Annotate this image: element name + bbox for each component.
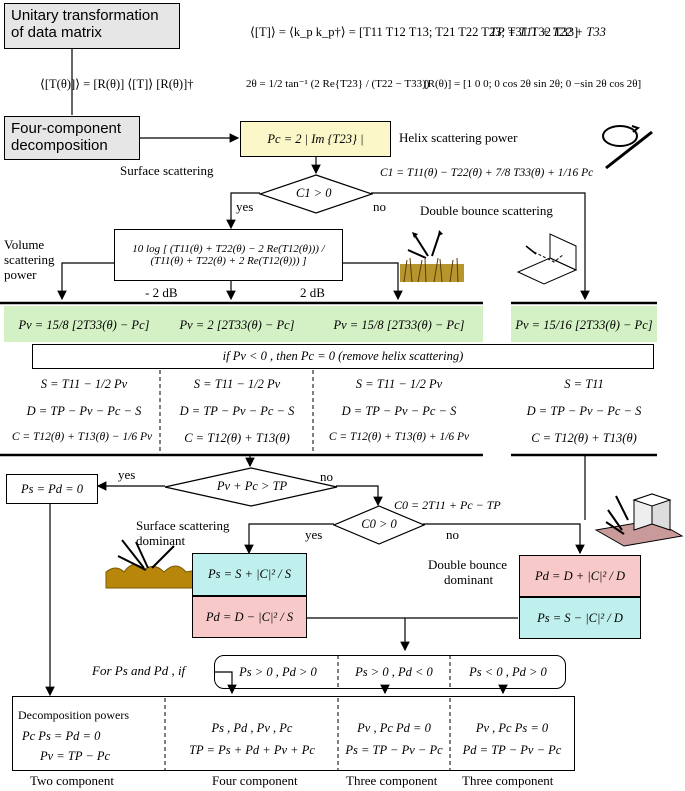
- sdc-c-4: C = T12(θ) + T13(θ): [531, 431, 637, 445]
- final-case-2: Ps > 0 , Pd < 0: [355, 665, 433, 679]
- surface-pd-box: Pd = D − |C|² / S: [192, 596, 307, 638]
- results-box: [12, 696, 575, 771]
- helix-removal-box: if Pv < 0 , then Pc = 0 (remove helix sc…: [32, 344, 654, 369]
- footer-three-component-1: Three component: [346, 773, 438, 788]
- total-power-equation: TP = T11 + T22 + T33: [490, 25, 606, 39]
- surface-scattering-label: Surface scattering: [120, 163, 214, 178]
- pvpc-decision-diamond: [164, 467, 338, 507]
- dihedral-corner-icon: [516, 233, 578, 285]
- four-component-line1: Four-component: [11, 120, 122, 137]
- footer-three-component-2: Three component: [462, 773, 554, 788]
- sdc-c-1: C = T12(θ) + T13(θ) − 1/6 Pv: [11, 431, 153, 443]
- results-col1-line2: Pv = TP − Pc: [40, 749, 111, 763]
- results-col2-line1: Ps , Pd , Pv , Pc: [211, 721, 293, 735]
- pvpc-no-label: no: [320, 469, 333, 484]
- sdc-s-1: S = T11 − 1/2 Pv: [40, 377, 128, 391]
- footer-four-component: Four component: [212, 773, 298, 788]
- results-col4-line2: Pd = TP − Pv − Pc: [462, 743, 562, 757]
- results-col4-line1: Pv , Pc Ps = 0: [475, 721, 549, 735]
- unitary-box-line1: Unitary transformation: [11, 7, 159, 24]
- helix-scattering-label: Helix scattering power: [399, 130, 518, 145]
- c1-condition: C1 > 0: [296, 186, 332, 200]
- final-case-3: Ps < 0 , Pd > 0: [469, 665, 547, 679]
- sdc-d-2: D = TP − Pv − Pc − S: [179, 404, 295, 418]
- results-title: Decomposition powers: [18, 708, 129, 722]
- sdc-c-2: C = T12(θ) + T13(θ): [184, 431, 290, 445]
- surface-ps-box: Ps = S + |C|² / S: [192, 553, 307, 596]
- four-component-box: Four-component decomposition: [4, 116, 140, 160]
- results-col3-line2: Ps = TP − Pv − Pc: [345, 743, 443, 757]
- c1-no-label: no: [373, 199, 386, 214]
- helix-power-equation: Pc = 2 | Im {T23} |: [267, 131, 364, 146]
- c0-equation: C0 = 2T11 + Pc − TP: [394, 498, 501, 512]
- sdc-s-2: S = T11 − 1/2 Pv: [193, 377, 281, 391]
- sdc-d-1: D = TP − Pv − Pc − S: [26, 404, 142, 418]
- helix-scattering-icon: [602, 125, 653, 170]
- ps-pd-zero-text: Ps = Pd = 0: [20, 481, 83, 496]
- double-ps-equation: Ps = S − |C|² / D: [537, 610, 623, 625]
- c1-equation: C1 = T11(θ) − T22(θ) + 7/8 T33(θ) + 1/16…: [380, 167, 594, 179]
- double-pd-box: Pd = D + |C|² / D: [519, 555, 641, 597]
- rotation-equation: ⟨[T(θ)]⟩ = [R(θ)] ⟨[T]⟩ [R(θ)]†: [40, 77, 194, 91]
- pv-case-2: Pv = 2 [2T33(θ) − Pc]: [179, 318, 295, 332]
- sdc-s-3: S = T11 − 1/2 Pv: [355, 377, 443, 391]
- four-component-line2: decomposition: [11, 137, 108, 154]
- rotation-matrix-equation: [R(θ)] = [1 0 0; 0 cos 2θ sin 2θ; 0 −sin…: [424, 78, 642, 90]
- double-ps-box: Ps = S − |C|² / D: [519, 597, 641, 639]
- minus-2db-label: - 2 dB: [145, 285, 178, 300]
- results-col3-line1: Pv , Pc Pd = 0: [357, 721, 431, 735]
- double-pd-equation: Pd = D + |C|² / D: [535, 568, 625, 583]
- final-check-box: [214, 655, 566, 689]
- c0-condition: C0 > 0: [361, 517, 397, 531]
- pvpc-condition: Pv + Pc > TP: [216, 479, 288, 493]
- surface-ps-equation: Ps = S + |C|² / S: [207, 567, 292, 581]
- double-bounce-scattering-label: Double bounce scattering: [420, 203, 553, 218]
- pv-row-left: [4, 306, 483, 342]
- c0-yes-label: yes: [305, 527, 323, 542]
- c1-yes-label: yes: [236, 199, 254, 214]
- surface-dominant-label-2: dominant: [136, 533, 186, 548]
- rotation-angle-equation: 2θ = 1/2 tan⁻¹ (2 Re{T23} / (T22 − T33)): [246, 78, 430, 90]
- surface-dominant-label-1: Surface scattering: [136, 518, 230, 533]
- double-dominant-label-1: Double bounce: [428, 557, 508, 572]
- volume-label-2: scattering: [4, 252, 55, 267]
- helix-removal-text: if Pv < 0 , then Pc = 0 (remove helix sc…: [222, 349, 464, 363]
- pv-row-right: [511, 306, 657, 342]
- polarization-ratio-equation: 10 log [ (T11(θ) + T22(θ) − 2 Re(T12(θ))…: [132, 243, 325, 267]
- sdc-c-3: C = T12(θ) + T13(θ) + 1/6 Pv: [328, 431, 470, 443]
- sdc-d-3: D = TP − Pv − Pc − S: [341, 404, 457, 418]
- unitary-transformation-box: Unitary transformation of data matrix: [4, 3, 180, 49]
- c1-decision-diamond: [259, 174, 373, 214]
- surface-pd-equation: Pd = D − |C|² / S: [205, 609, 294, 624]
- c0-decision-diamond: [333, 505, 425, 545]
- results-col2-line2: TP = Ps + Pd + Pv + Pc: [189, 743, 315, 757]
- volume-label-3: power: [4, 267, 37, 282]
- footer-two-component: Two component: [30, 773, 114, 788]
- plus-2db-label: 2 dB: [300, 285, 325, 300]
- helix-power-box: Pc = 2 | Im {T23} |: [240, 121, 391, 157]
- pv-case-1: Pv = 15/8 [2T33(θ) − Pc]: [18, 318, 150, 332]
- sdc-s-4: S = T11: [564, 377, 604, 391]
- final-case-1: Ps > 0 , Pd > 0: [239, 665, 317, 679]
- c0-no-label: no: [446, 527, 459, 542]
- pv-case-4: Pv = 15/16 [2T33(θ) − Pc]: [515, 318, 653, 332]
- results-col1-line1: Pc Ps = Pd = 0: [22, 729, 101, 743]
- pvpc-yes-label: yes: [118, 467, 136, 482]
- ps-pd-zero-box: Ps = Pd = 0: [6, 474, 98, 504]
- building-double-bounce-icon: [594, 493, 684, 547]
- final-check-prefix: For Ps and Pd , if: [92, 663, 186, 678]
- pv-case-3: Pv = 15/8 [2T33(θ) − Pc]: [333, 318, 465, 332]
- rough-surface-icon: [105, 539, 199, 589]
- unitary-box-line2: of data matrix: [11, 24, 102, 41]
- vegetation-volume-icon: [400, 230, 464, 283]
- sdc-d-4: D = TP − Pv − Pc − S: [526, 404, 642, 418]
- volume-label-1: Volume: [4, 237, 45, 252]
- polarization-ratio-box: 10 log [ (T11(θ) + T22(θ) − 2 Re(T12(θ))…: [114, 229, 343, 281]
- coherency-matrix-equation: ⟨[T]⟩ = ⟨k_p k_p†⟩ = [T11 T12 T13; T21 T…: [250, 25, 579, 39]
- double-dominant-label-2: dominant: [444, 572, 494, 587]
